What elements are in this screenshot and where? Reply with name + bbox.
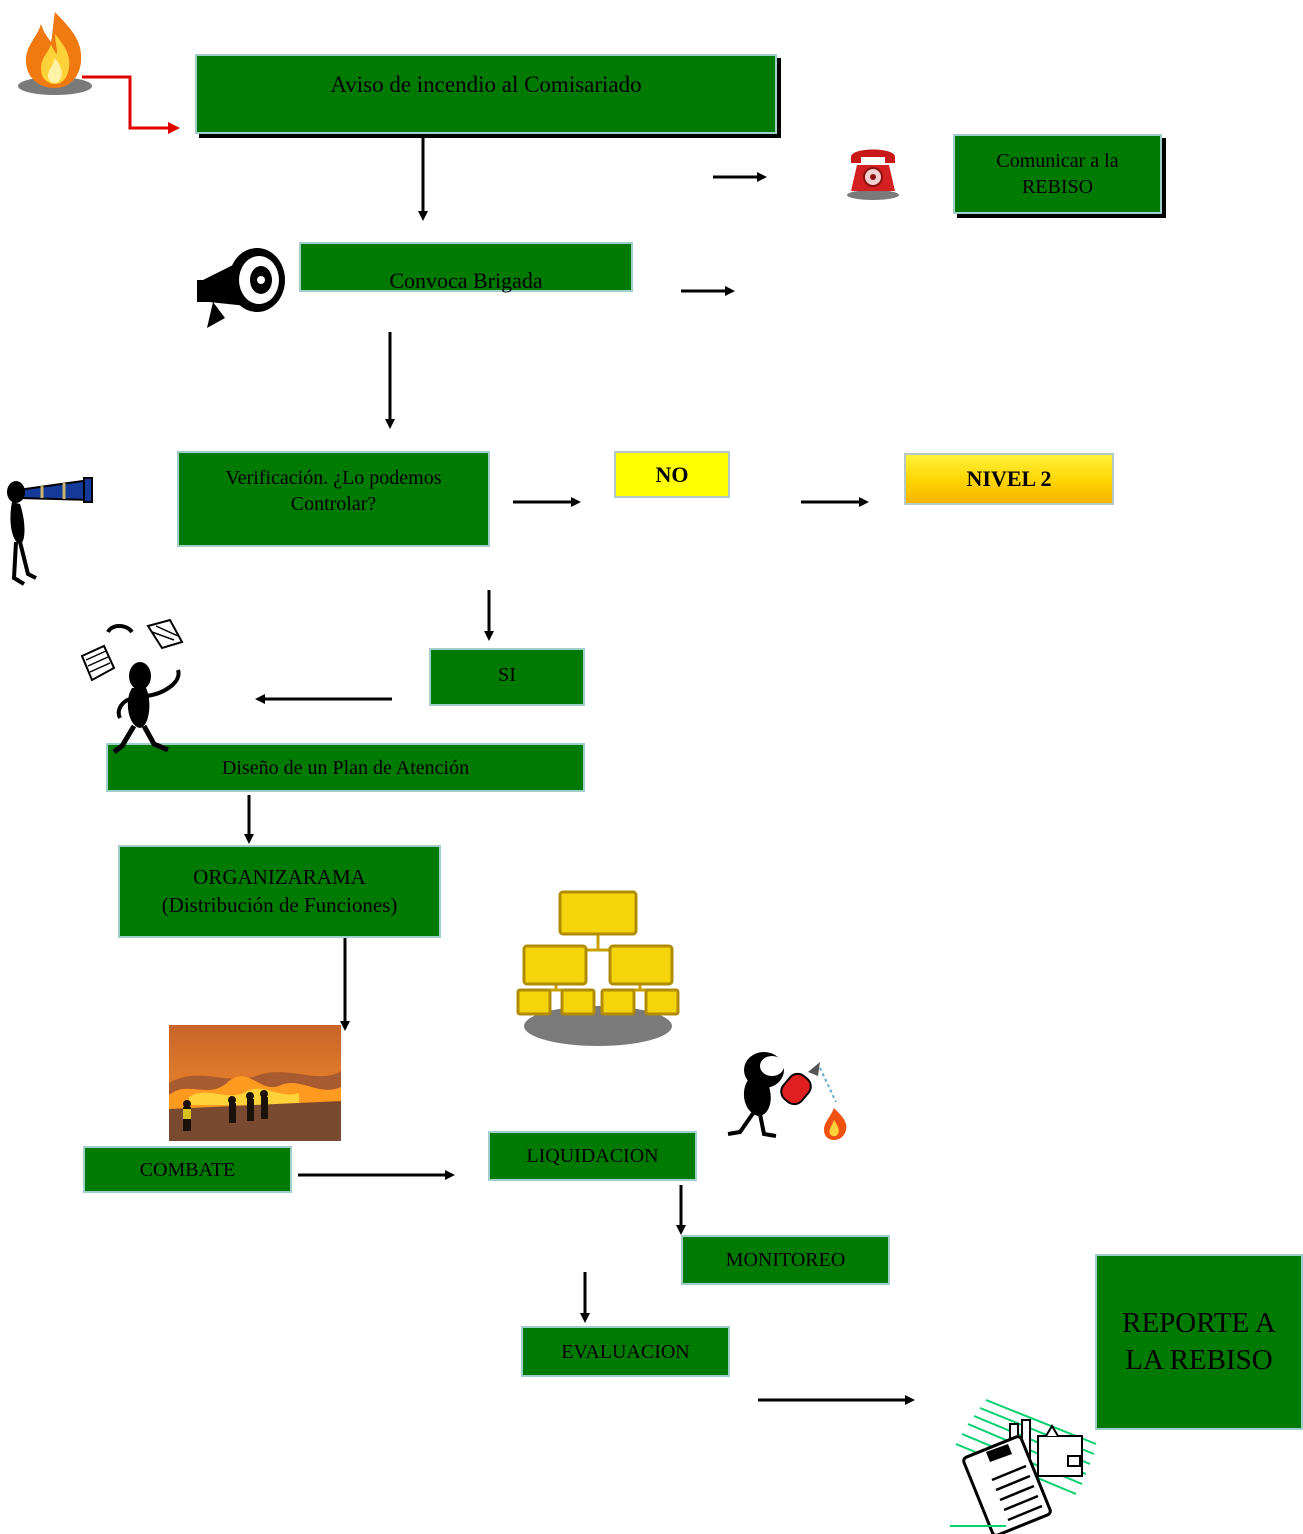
node-convoca-label: Convoca Brigada [389, 268, 543, 293]
node-liquidacion: LIQUIDACION [488, 1131, 697, 1181]
fire-icon [18, 12, 92, 95]
node-combate: COMBATE [83, 1146, 292, 1193]
node-evaluacion: EVALUACION [521, 1326, 730, 1377]
node-no-label: NO [655, 461, 689, 487]
node-reporte: REPORTE A LA REBISO [1095, 1254, 1303, 1430]
wildfire-photo [169, 1025, 341, 1141]
node-monitoreo: MONITOREO [681, 1235, 890, 1285]
node-no: NO [614, 451, 730, 498]
report-clipboard-icon [950, 1399, 1097, 1534]
node-convoca: Convoca Brigada [299, 242, 633, 292]
juggler-person-icon [80, 618, 184, 754]
node-verificacion-label: Verificación. ¿Lo podemos Controlar? [225, 467, 442, 515]
node-aviso-label: Aviso de incendio al Comisariado [330, 72, 642, 97]
telephone-icon [847, 149, 899, 200]
node-comunicar-label: Comunicar a la REBISO [996, 150, 1119, 198]
spyglass-person-icon [7, 477, 94, 586]
node-liquidacion-label: LIQUIDACION [526, 1145, 659, 1167]
node-si-label: SI [498, 664, 516, 686]
node-si: SI [429, 648, 585, 706]
node-verificacion: Verificación. ¿Lo podemos Controlar? [177, 451, 490, 547]
node-organizarama-subtitle: (Distribución de Funciones) [161, 892, 398, 917]
alert-connector-fire-aviso [82, 75, 180, 134]
node-nivel2-label: NIVEL 2 [966, 466, 1052, 491]
node-aviso: Aviso de incendio al Comisariado [195, 54, 777, 134]
node-diseno: Diseño de un Plan de Atención [106, 743, 585, 792]
node-combate-label: COMBATE [139, 1158, 236, 1181]
node-organizarama: ORGANIZARAMA (Distribución de Funciones) [118, 845, 441, 938]
node-reporte-label: REPORTE A LA REBISO [1122, 1307, 1276, 1376]
org-chart-icon [516, 890, 680, 1046]
extinguisher-person-icon [727, 1052, 847, 1140]
node-nivel2: NIVEL 2 [904, 453, 1114, 505]
node-monitoreo-label: MONITOREO [725, 1249, 846, 1271]
node-diseno-label: Diseño de un Plan de Atención [221, 756, 470, 779]
node-comunicar: Comunicar a la REBISO [953, 134, 1162, 214]
megaphone-icon [197, 248, 285, 328]
node-organizarama-title: ORGANIZARAMA [193, 865, 366, 890]
node-evaluacion-label: EVALUACION [561, 1340, 690, 1363]
